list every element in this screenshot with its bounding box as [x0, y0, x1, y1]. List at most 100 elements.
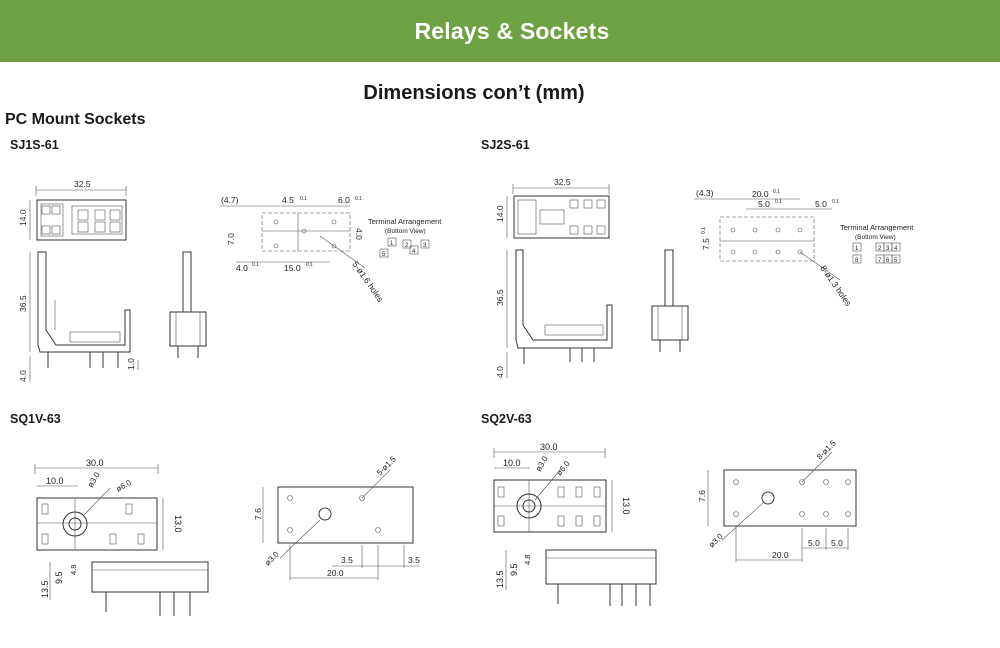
sq1v-dim-dia3-b: ø3.0	[263, 549, 281, 567]
sj1s-tol-3: 0.1	[252, 262, 259, 268]
sj1s-dim-height: 14.0	[18, 209, 28, 226]
sj2s-terminal-3: 3	[886, 246, 890, 252]
header-title: Relays & Sockets	[414, 17, 610, 44]
sq1v-dim-dia3: ø3.0	[86, 470, 102, 489]
sj2s-front-view	[651, 249, 689, 352]
sj1s-dim-4-0-bottom: 4.0	[236, 263, 248, 273]
sq2v-dim-dia3-b: ø3.0	[707, 531, 725, 549]
sq1v-side-view: 13.5 9.5 4.8	[40, 561, 209, 616]
sj1s-dim-4-5: 4.5	[282, 195, 294, 205]
sj2s-terminal-6: 6	[886, 258, 890, 264]
sq2v-dim-5-0b: 5.0	[831, 538, 843, 548]
sq2v-dim-7-6: 7.6	[697, 490, 707, 502]
sq1v-dim-13-5: 13.5	[40, 580, 50, 598]
sj1s-terminal-title: Terminal Arrangement	[368, 217, 442, 226]
sj2s-terminal-5: 5	[894, 258, 898, 264]
model-label-sq1v: SQ1V-63	[10, 412, 61, 426]
sj2s-dim-5-0a: 5.0	[758, 199, 770, 209]
model-label-sq2v: SQ2V-63	[481, 412, 532, 426]
sj2s-tol-2: 0.1	[775, 199, 782, 205]
sj2s-dim-4-0: 4.0	[495, 366, 505, 378]
sj2s-dim-20-0: 20.0	[752, 189, 769, 199]
sq2v-dim-20-0: 20.0	[772, 550, 789, 560]
sj2s-side-view: 36.5 4.0	[495, 249, 613, 378]
sq1v-dim-4-8: 4.8	[69, 565, 78, 575]
sj1s-dim-36-5: 36.5	[18, 295, 28, 312]
sq1v-dim-3-5b: 3.5	[408, 555, 420, 565]
sq1v-dim-30-0: 30.0	[86, 458, 104, 468]
sq1v-top-view: 30.0 10.0 ø3.0 ø6.0 13.0	[34, 458, 183, 551]
sj2s-tol-3: 0.1	[832, 199, 839, 205]
sq1v-dim-9-5: 9.5	[54, 571, 64, 584]
sj2s-dim-width: 32.5	[554, 177, 571, 187]
model-label-sj2s: SJ2S-61	[481, 138, 530, 152]
sj1s-dim-width: 32.5	[74, 179, 91, 189]
sj2s-terminal-8: 8	[855, 258, 859, 264]
sj2s-terminal-arrangement: Terminal Arrangement (Bottom View) 1 2 3…	[840, 223, 914, 264]
sq2v-top-view: 30.0 10.0 ø3.0 ø6.0 13.0	[493, 442, 631, 533]
sq1v-dim-dia6: ø6.0	[115, 478, 134, 494]
sq1v-dim-7-6: 7.6	[253, 508, 263, 520]
sj1s-terminal-1: 1	[390, 241, 394, 247]
sj2s-terminal-7: 7	[878, 258, 882, 264]
sj1s-dim-15-0: 15.0	[284, 263, 301, 273]
sj1s-tol-4: 0.1	[306, 262, 313, 268]
header-banner: Relays & Sockets	[0, 0, 1000, 62]
model-label-sj1s: SJ1S-61	[10, 138, 59, 152]
sj2s-terminal-sub: (Bottom View)	[855, 234, 896, 241]
sj1s-front-view	[169, 251, 207, 358]
sj1s-terminal-4: 4	[412, 249, 416, 255]
sj1s-dim-7-0: 7.0	[226, 233, 236, 245]
sj2s-tol-4: 0.1	[701, 227, 707, 234]
sj1s-dim-6-0: 6.0	[338, 195, 350, 205]
sj1s-dim-1-0: 1.0	[126, 358, 136, 370]
sj1s-tol-1: 0.1	[300, 196, 307, 202]
sj1s-dim-4-0: 4.0	[18, 370, 28, 382]
sj2s-hole-layout: (4.3) 20.0 0.1 5.0 0.1 5.0 0.1 7.5 0.1 8…	[694, 188, 854, 308]
sq2v-dim-4-8: 4.8	[523, 555, 532, 565]
sq1v-dim-10-0: 10.0	[46, 476, 64, 486]
sj1s-holes-label: 5-ø1.6 holes	[350, 259, 385, 303]
sq1v-dim-13-0: 13.0	[173, 515, 183, 533]
sj2s-terminal-2: 2	[878, 246, 882, 252]
sj2s-dim-5-0b: 5.0	[815, 199, 827, 209]
page-subtitle: Dimensions con’t (mm)	[363, 82, 585, 104]
sq2v-dim-10-0: 10.0	[503, 458, 521, 468]
sq2v-holes-label: 8-ø1.5	[815, 438, 838, 461]
sj2s-terminal-title: Terminal Arrangement	[840, 223, 914, 232]
sq2v-dim-9-5: 9.5	[509, 563, 519, 576]
sq2v-dim-dia3: ø3.0	[534, 454, 550, 473]
sq2v-dim-dia6: ø6.0	[555, 459, 573, 477]
sj2s-dim-height: 14.0	[495, 205, 505, 222]
sj1s-hole-layout: (4.7) 4.5 0.1 6.0 0.1 7.0 4.0 4.0 0.1 15…	[220, 195, 386, 304]
sj2s-holes-label: 8-ø1.3 holes	[818, 263, 853, 307]
sj2s-dim-7-5: 7.5	[701, 238, 711, 250]
sj1s-terminal-3: 3	[423, 243, 427, 249]
sq2v-dim-13-5: 13.5	[495, 570, 505, 588]
sj1s-tol-2: 0.1	[355, 196, 362, 202]
sj1s-terminal-arrangement: Terminal Arrangement (Bottom View) 1 2 3…	[368, 217, 442, 258]
sq2v-hole-layout: 8-ø1.5 7.6 ø3.0 5.0 5.0 20.0	[697, 438, 857, 562]
section-title: PC Mount Sockets	[5, 111, 146, 128]
sq2v-dim-30-0: 30.0	[540, 442, 558, 452]
sj2s-terminal-4: 4	[894, 246, 898, 252]
sj2s-tol-1: 0.1	[773, 189, 780, 195]
sq2v-dim-13-0: 13.0	[621, 497, 631, 515]
sq2v-side-view: 13.5 9.5 4.8	[495, 549, 657, 606]
sj1s-dim-4-7: (4.7)	[221, 195, 239, 205]
sj1s-dim-4-0-right: 4.0	[354, 228, 364, 240]
sj1s-terminal-2: 2	[405, 243, 409, 249]
sj1s-terminal-sub: (Bottom View)	[385, 228, 426, 235]
sj1s-top-view: 32.5 14.0	[18, 179, 127, 241]
sq2v-dim-5-0a: 5.0	[808, 538, 820, 548]
sq1v-dim-3-5a: 3.5	[341, 555, 353, 565]
sj1s-terminal-5: 5	[382, 252, 386, 258]
sj2s-top-view: 32.5 14.0	[495, 177, 610, 239]
sj2s-terminal-1: 1	[855, 246, 859, 252]
sq1v-hole-layout: 5-ø1.5 7.6 ø3.0 3.5 3.5 20.0	[253, 454, 420, 580]
sq1v-dim-20-0: 20.0	[327, 568, 344, 578]
sj2s-dim-4-3: (4.3)	[696, 188, 714, 198]
sq1v-holes-label: 5-ø1.5	[375, 454, 398, 477]
sj1s-side-view: 36.5 4.0 1.0	[18, 251, 139, 382]
